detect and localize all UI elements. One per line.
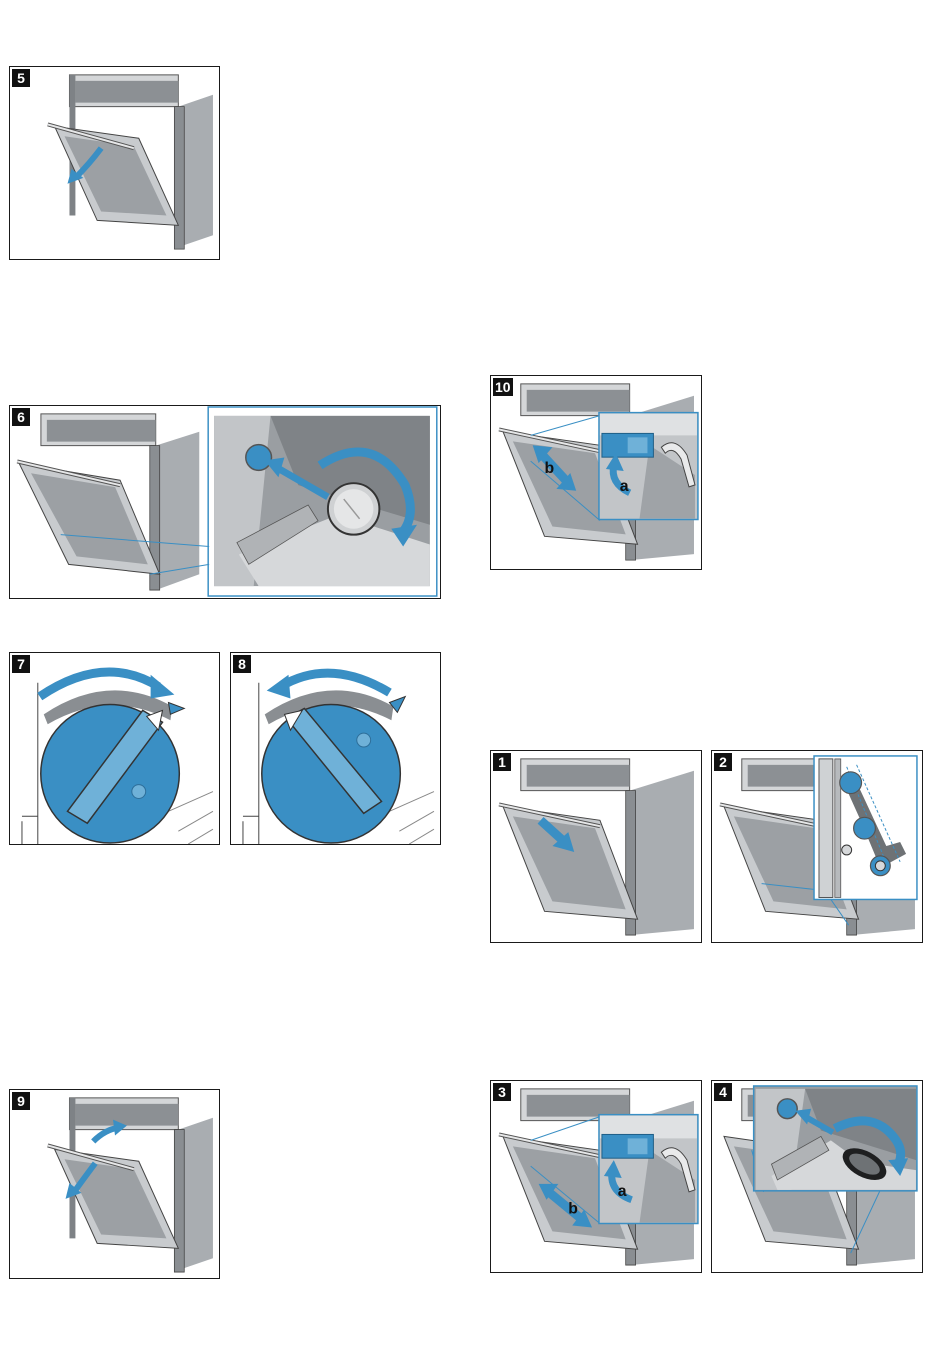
step-number-badge: 6: [12, 408, 30, 426]
figure-step-1: 1: [490, 750, 702, 943]
step-number-badge: 8: [233, 655, 251, 673]
hinge-detail-illustration: [712, 751, 922, 942]
hinge-lever-counterclockwise-illustration: [231, 653, 440, 844]
arrow-label-a: a: [620, 478, 629, 495]
arrow-label-b: b: [545, 460, 555, 477]
oven-door-close-illustration: [10, 1090, 219, 1278]
hinge-clip-removal-illustration: a b: [491, 376, 701, 569]
figure-step-9: 9: [9, 1089, 220, 1279]
figure-step-5: 5: [9, 66, 220, 260]
step-number-badge: 10: [493, 378, 513, 396]
arrow-label-b: b: [568, 1201, 578, 1218]
figure-step-6: 6: [9, 405, 441, 599]
step-number-badge: 2: [714, 753, 732, 771]
oven-door-open-illustration: [491, 751, 701, 942]
step-number-badge: 1: [493, 753, 511, 771]
figure-step-3: 3 a b: [490, 1080, 702, 1273]
step-number-badge: 9: [12, 1092, 30, 1110]
arrow-label-a: a: [618, 1183, 627, 1200]
door-hinge-detail-illustration: [10, 406, 440, 598]
figure-step-10: 10 a b: [490, 375, 702, 570]
figure-step-7: 7: [9, 652, 220, 845]
figure-step-4: 4: [711, 1080, 923, 1273]
step-number-badge: 5: [12, 69, 30, 87]
step-number-badge: 4: [714, 1083, 732, 1101]
step-number-badge: 7: [12, 655, 30, 673]
step-number-badge: 3: [493, 1083, 511, 1101]
figure-step-2: 2: [711, 750, 923, 943]
hinge-clip-insert-illustration: a b: [491, 1081, 701, 1272]
figure-step-8: 8: [230, 652, 441, 845]
oven-door-illustration: [10, 67, 219, 259]
hinge-lock-illustration: [712, 1081, 922, 1272]
hinge-lever-clockwise-illustration: [10, 653, 219, 844]
